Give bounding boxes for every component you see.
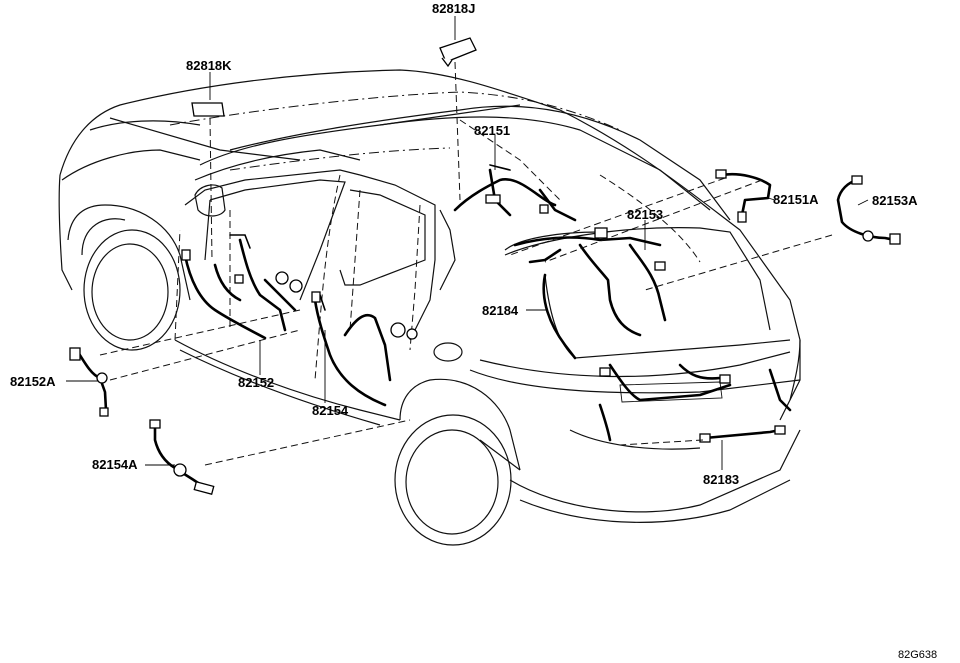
- leader-lines: [66, 16, 869, 470]
- label-82183: 82183: [703, 472, 739, 487]
- clamp-82818K-icon: [191, 102, 225, 117]
- drawing-code: 82G638: [898, 649, 937, 661]
- label-82818K: 82818K: [186, 58, 232, 73]
- label-82153: 82153: [627, 207, 663, 222]
- label-82151: 82151: [474, 123, 510, 138]
- harness-82151-icon: [453, 164, 577, 222]
- harness-82152-icon: [181, 234, 303, 340]
- clamp-82818J-icon: [439, 37, 477, 68]
- harness-82184-icon: [542, 273, 792, 442]
- harness-82154-icon: [311, 291, 418, 407]
- vehicle-body: [58, 69, 801, 546]
- label-82154: 82154: [312, 403, 349, 418]
- harness-82153A-icon: [836, 175, 901, 245]
- label-82152A: 82152A: [10, 374, 56, 389]
- label-82151A: 82151A: [773, 192, 819, 207]
- harness-82154A-icon: [149, 419, 215, 495]
- label-82152: 82152: [238, 375, 274, 390]
- harness-82153-icon: [513, 227, 667, 337]
- harness-82183-icon: [699, 425, 786, 443]
- harness-82151A-icon: [715, 169, 772, 223]
- label-82184: 82184: [482, 303, 519, 318]
- label-82153A: 82153A: [872, 193, 918, 208]
- label-82154A: 82154A: [92, 457, 138, 472]
- harness-82152A-icon: [69, 347, 109, 417]
- label-82818J: 82818J: [432, 1, 475, 16]
